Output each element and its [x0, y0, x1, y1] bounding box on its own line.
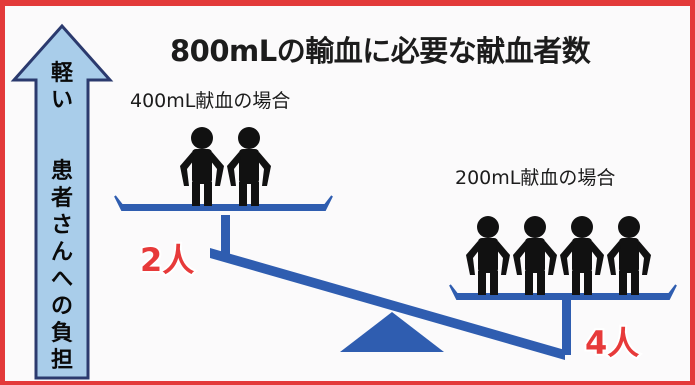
right-case-label: 200mL献血の場合	[455, 167, 616, 189]
scale-beam	[210, 248, 565, 360]
left-post	[221, 215, 230, 255]
left-count-label: 2人	[138, 239, 196, 281]
person-figure	[466, 216, 510, 295]
person-figure	[180, 127, 224, 206]
person-figure	[560, 216, 604, 295]
arrow-shape	[10, 23, 114, 380]
frame-bottom-border	[0, 381, 695, 385]
person-figure	[607, 216, 651, 295]
person-figure	[227, 127, 271, 206]
fulcrum	[340, 312, 444, 352]
left-people-group	[180, 127, 271, 206]
left-tray	[114, 195, 333, 211]
arrow-text-light: 軽い	[50, 61, 73, 113]
frame-top-border	[0, 0, 695, 6]
right-count-label: 4人	[583, 322, 641, 364]
frame-right-border	[690, 0, 695, 385]
right-people-group	[466, 216, 651, 295]
page-title: 800mLの輸血に必要な献血者数	[170, 34, 591, 68]
left-case-label: 400mL献血の場合	[130, 90, 291, 112]
right-post	[562, 300, 571, 355]
frame-left-border	[0, 0, 5, 385]
person-figure	[513, 216, 557, 295]
arrow-text-burden: 患者さんへの負担	[50, 159, 73, 373]
right-tray	[449, 284, 677, 300]
